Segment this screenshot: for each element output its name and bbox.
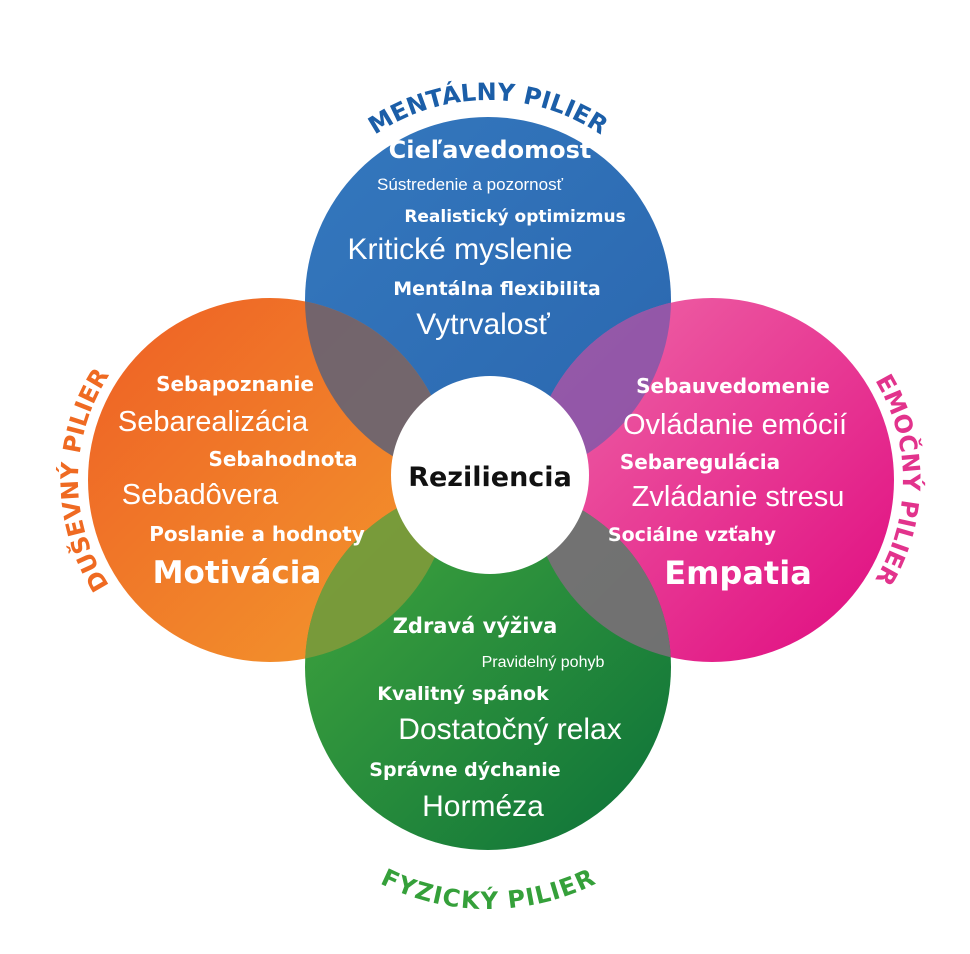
physical-item: Zdravá výživa — [393, 614, 558, 638]
overlap-mental-emotional — [530, 298, 671, 483]
emotional-item: Sebauvedomenie — [636, 374, 830, 398]
mental-item: Mentálna flexibilita — [393, 278, 600, 300]
emotional-item: Sociálne vzťahy — [608, 524, 777, 546]
mental-item: Vytrvalosť — [416, 308, 550, 341]
spiritual-item: Sebarealizácia — [118, 406, 309, 438]
spiritual-item: Sebapoznanie — [156, 372, 314, 396]
overlap-physical-emotional — [530, 484, 671, 662]
physical-item: Správne dýchanie — [369, 759, 560, 781]
center-circle — [391, 376, 589, 574]
overlap-physical-spiritual — [305, 484, 452, 662]
emotional-item: Zvládanie stresu — [632, 481, 845, 513]
physical-item: Kvalitný spánok — [377, 683, 549, 705]
mental-item: Sústredenie a pozornosť — [377, 175, 564, 194]
mental-item: Realistický optimizmus — [404, 207, 625, 227]
emotional-items: Sebauvedomenie Ovládanie emócií Sebaregu… — [608, 374, 847, 592]
emotional-item: Ovládanie emócií — [623, 409, 847, 441]
physical-items: Zdravá výživa Pravidelný pohyb Kvalitný … — [369, 614, 621, 823]
overlap-mental-spiritual — [305, 298, 452, 483]
emotional-item: Sebaregulácia — [620, 450, 780, 474]
spiritual-items: Sebapoznanie Sebarealizácia Sebahodnota … — [118, 372, 365, 591]
spiritual-item: Sebadôvera — [122, 479, 279, 511]
spiritual-item: Motivácia — [153, 555, 322, 591]
spiritual-item: Sebahodnota — [208, 447, 357, 471]
mental-item: Kritické myslenie — [347, 233, 572, 266]
physical-pillar-title: FYZICKÝ PILIER — [377, 863, 599, 915]
spiritual-item: Poslanie a hodnoty — [149, 522, 365, 546]
mental-items: Cieľavedomosť Sústredenie a pozornosť Re… — [347, 136, 625, 341]
center-label: Reziliencia — [408, 462, 572, 493]
emotional-item: Empatia — [664, 554, 812, 592]
physical-item: Horméza — [422, 790, 544, 823]
physical-item: Pravidelný pohyb — [482, 654, 605, 671]
physical-item: Dostatočný relax — [398, 713, 621, 746]
mental-item: Cieľavedomosť — [389, 136, 593, 164]
